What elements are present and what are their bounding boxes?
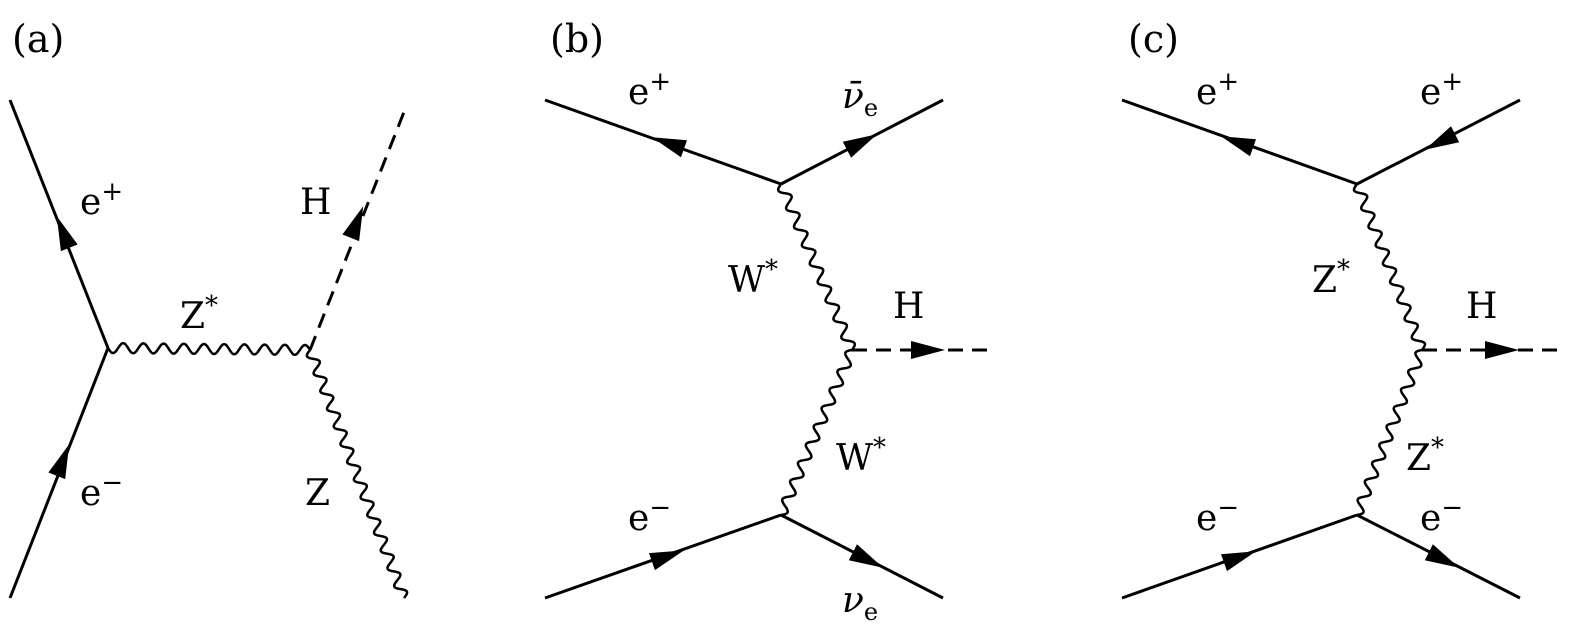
z-star-label: Z* <box>180 291 218 337</box>
neutrino-label: νe <box>842 580 878 626</box>
higgs-label: H <box>893 286 924 327</box>
panel-a-label: (a) <box>12 17 64 61</box>
z-star-bottom-label: Z* <box>1406 433 1444 479</box>
panel-c-label: (c) <box>1128 17 1179 61</box>
antineutrino-label: ν̄e <box>842 76 878 122</box>
higgs-label: H <box>1466 286 1497 327</box>
positron-label: e+ <box>628 67 671 113</box>
electron-arrow <box>48 444 70 480</box>
w-star-top-label: W* <box>728 255 778 301</box>
z-boson-line <box>305 349 409 599</box>
z-boson-label: Z <box>305 473 330 514</box>
electron-out-label: e− <box>1420 493 1463 539</box>
higgs-arrow <box>1485 341 1519 359</box>
electron-arrow <box>649 550 684 571</box>
w-star-bottom-propagator <box>780 348 853 517</box>
positron-label: e+ <box>80 177 123 223</box>
z-star-top-propagator <box>1352 183 1427 351</box>
positron-out-label: e+ <box>1420 67 1463 113</box>
electron-out-arrow <box>1424 544 1460 568</box>
w-star-bottom-label: W* <box>836 433 886 479</box>
electron-in-label: e− <box>1196 493 1239 539</box>
neutrino-arrow <box>848 544 884 568</box>
panel-b-label: (b) <box>550 17 604 61</box>
positron-in-arrow <box>1221 136 1256 157</box>
panel-a: (a) e+ e− Z* H Z <box>8 17 409 599</box>
electron-label: e− <box>628 493 671 539</box>
w-star-top-propagator <box>776 183 857 351</box>
positron-arrow <box>652 137 687 158</box>
electron-in-arrow <box>1221 551 1256 572</box>
higgs-arrow <box>342 206 364 242</box>
higgs-arrow <box>911 341 945 359</box>
positron-in-label: e+ <box>1196 67 1239 113</box>
z-star-propagator <box>106 341 312 357</box>
panel-b: (b) e+ ν̄e W* H W* e− νe <box>544 17 987 626</box>
electron-label: e− <box>80 468 123 514</box>
z-star-bottom-propagator <box>1356 348 1423 517</box>
positron-arrow <box>56 216 78 252</box>
higgs-label: H <box>300 182 331 223</box>
panel-c: (c) e+ e+ Z* H Z* e− e− <box>1121 17 1562 600</box>
z-star-top-label: Z* <box>1312 255 1350 301</box>
positron-out-arrow <box>1424 126 1460 150</box>
antineutrino-arrow <box>842 134 878 158</box>
